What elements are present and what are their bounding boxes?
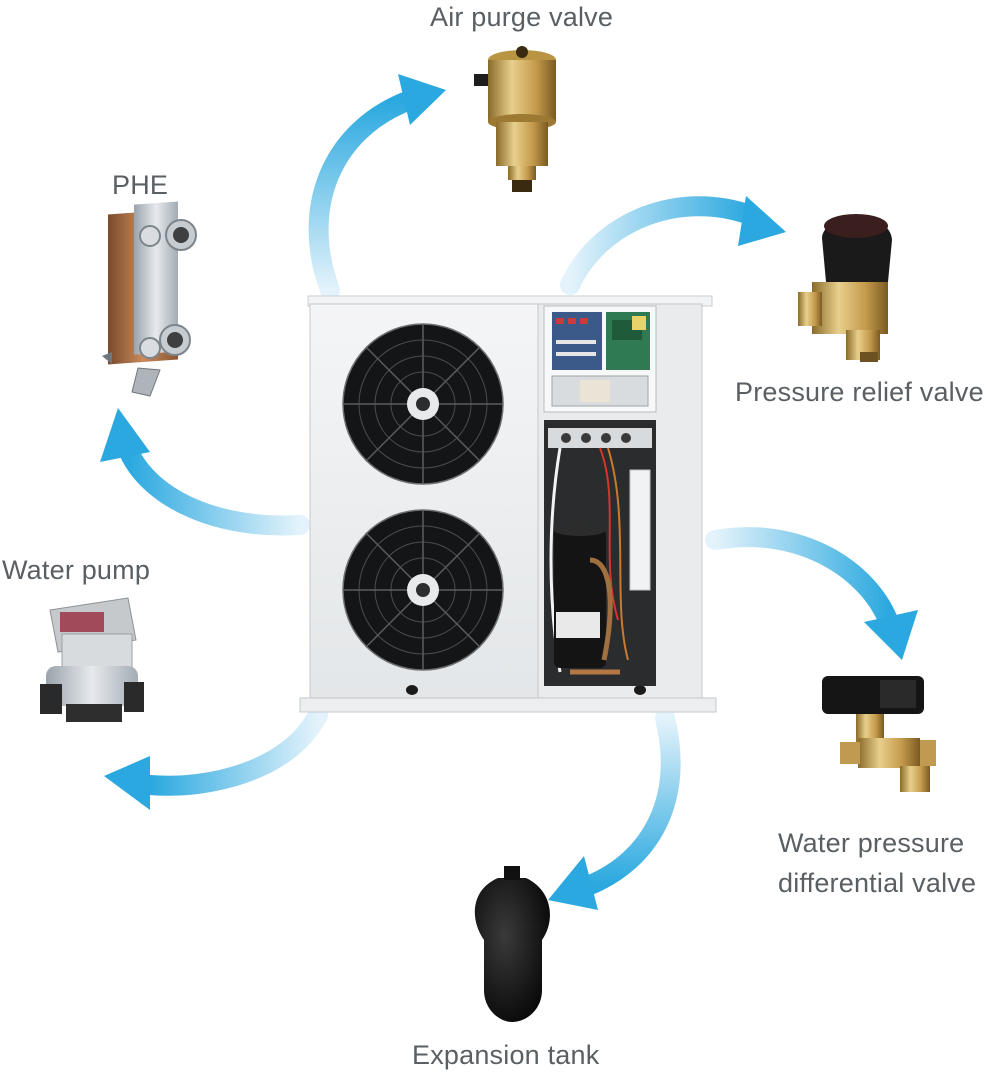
arrow-to-expansion-tank xyxy=(548,708,681,910)
arrow-to-water-pump xyxy=(104,705,328,810)
fan-top-icon xyxy=(342,323,504,485)
arrow-to-pressure-relief-valve xyxy=(560,196,786,295)
label-pressure-relief-valve: Pressure relief valve xyxy=(735,377,984,407)
label-water-pump: Water pump xyxy=(2,555,151,585)
phe-icon xyxy=(102,201,197,397)
pressure-relief-valve-icon xyxy=(798,214,892,362)
label-phe: PHE xyxy=(112,170,169,200)
arrow-to-air-purge-valve xyxy=(308,74,446,300)
air-purge-valve-icon xyxy=(474,46,556,192)
label-expansion-tank: Expansion tank xyxy=(412,1040,600,1070)
label-air-purge-valve: Air purge valve xyxy=(430,2,614,32)
water-pump-icon xyxy=(40,597,144,722)
arrow-to-water-differential-valve xyxy=(705,527,918,660)
compressor-compartment xyxy=(544,420,656,686)
expansion-tank-icon xyxy=(474,866,550,1022)
arrow-to-phe xyxy=(100,408,310,536)
heat-pump-unit xyxy=(299,295,717,713)
label-water-pressure-differential-valve-line2: differential valve xyxy=(778,868,977,898)
fan-bottom-icon xyxy=(342,509,504,671)
control-board-icon xyxy=(543,305,657,413)
water-pressure-differential-valve-icon xyxy=(822,676,936,792)
label-water-pressure-differential-valve-line1: Water pressure xyxy=(778,828,965,858)
